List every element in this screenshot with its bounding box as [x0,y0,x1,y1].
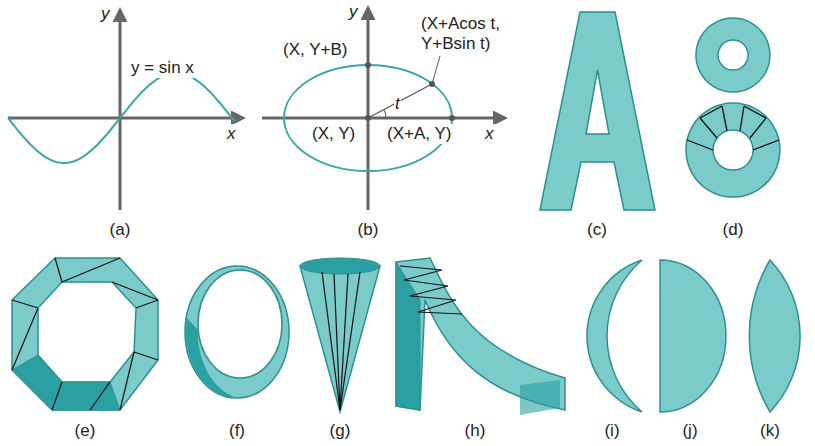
panel-label: (k) [759,421,781,441]
cone-top [300,258,380,274]
rulings-g [322,272,360,410]
panel-label: (j) [681,421,698,441]
axis-label: x [484,124,495,144]
ring-outer [185,266,289,398]
crescent [587,260,642,412]
eight-top-ring [696,18,770,92]
panel-label: (h) [464,421,487,441]
letter-a-shape [540,12,655,210]
points [365,62,455,121]
axes-a [8,10,243,210]
point-label: (X+A, Y) [386,124,452,144]
sine-curve [8,73,235,163]
panel-label: (c) [586,220,608,240]
panel-label: (a) [109,220,132,240]
panel-label: (f) [228,421,246,441]
ring-shade [186,318,237,398]
ellipse [284,65,452,171]
angle-label: t [394,94,401,114]
leader [432,56,440,84]
axis-label: y [100,4,111,24]
angle-arc [384,110,386,118]
triangulation-d [687,106,779,150]
ramp-side [396,262,420,410]
ring-inner [198,270,282,378]
point-label: (X, Y) [311,124,356,144]
octagon-band [12,258,158,410]
point-label: (X+Acos t, Y+Bsin t) [420,14,518,53]
panel-label: (e) [74,421,97,441]
panel-label: (g) [329,421,352,441]
ramp-end [520,380,560,415]
point-label: (X, Y+B) [282,40,348,60]
panel-label: (i) [603,421,620,441]
radius-line [368,84,432,118]
rulings-e [12,258,158,410]
eight-bottom-ring [686,103,780,197]
octagon-shade [12,355,120,410]
half-disk [660,260,726,412]
axis-label: x [226,124,237,144]
curve-label: y = sin x [130,58,195,78]
panel-label: (b) [357,220,380,240]
axis-label: y [348,2,359,22]
cone [300,266,380,412]
zigzag-h [400,266,462,314]
lens [749,260,800,412]
panel-label: (d) [722,220,745,240]
